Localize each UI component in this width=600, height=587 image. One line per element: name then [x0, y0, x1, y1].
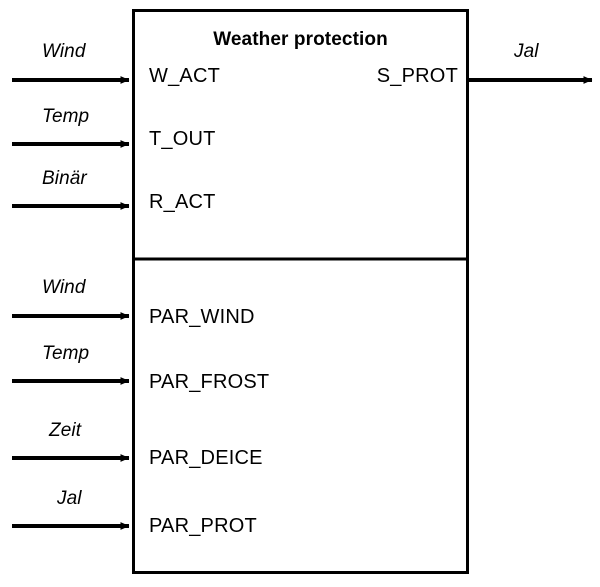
- port-label-r-act: R_ACT: [149, 191, 216, 213]
- port-label-par-deice: PAR_DEICE: [149, 447, 263, 469]
- signal-label-jal-out: Jal: [514, 41, 539, 62]
- block-title: Weather protection: [213, 29, 388, 50]
- port-label-s-prot: S_PROT: [376, 65, 458, 87]
- port-label-par-wind: PAR_WIND: [149, 306, 255, 328]
- signal-label-binaer: Binär: [42, 168, 87, 189]
- block-outline: [132, 9, 469, 574]
- signal-label-wind-2: Wind: [42, 277, 86, 298]
- port-label-t-out: T_OUT: [149, 128, 216, 150]
- signal-label-temp-1: Temp: [42, 106, 90, 127]
- signal-label-wind-1: Wind: [42, 41, 86, 62]
- signal-label-jal-in: Jal: [57, 488, 82, 509]
- port-label-w-act: W_ACT: [149, 65, 220, 87]
- port-label-par-frost: PAR_FROST: [149, 371, 270, 393]
- port-label-par-prot: PAR_PROT: [149, 515, 257, 537]
- signal-label-zeit: Zeit: [49, 420, 82, 441]
- signal-label-temp-2: Temp: [42, 343, 90, 364]
